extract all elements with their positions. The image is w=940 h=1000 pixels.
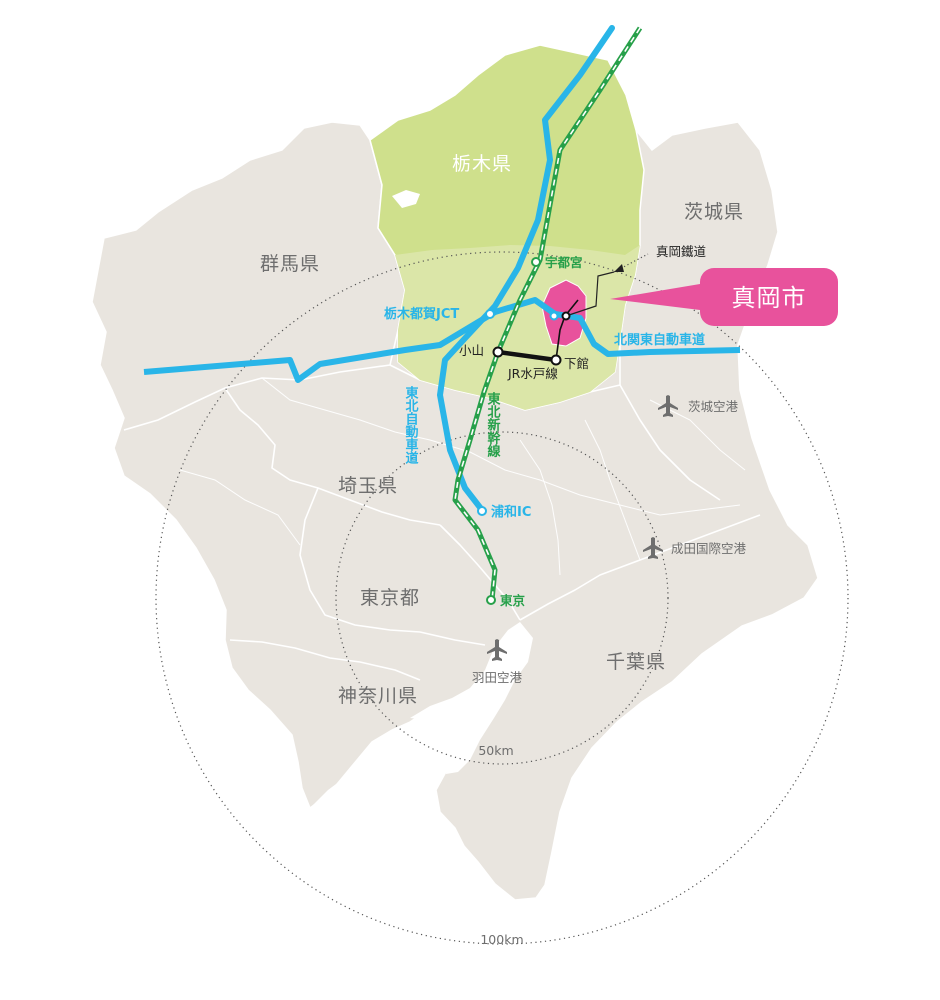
mooka-railway-line [555, 299, 579, 361]
pref-label-tochigi: 栃木県 [452, 153, 512, 175]
oyama-station-marker [492, 346, 504, 358]
ring-100km [155, 251, 849, 945]
ring-50km [335, 431, 669, 765]
tohoku-expressway [437, 25, 615, 513]
pref-label-gunma: 群馬県 [260, 253, 320, 275]
plane-icon [658, 395, 678, 417]
airport-label-narita: 成田国際空港 [671, 541, 747, 556]
ring-label-50km: 50km [478, 743, 513, 758]
mooka-railway-leader-dots [613, 253, 649, 273]
shimodate-station-marker [550, 354, 562, 366]
ring-label-100km: 100km [480, 932, 523, 947]
pref-label-tokyo: 東京都 [360, 587, 420, 609]
mooka-ic-marker [549, 311, 559, 321]
airport-ibaraki: 茨城空港 [658, 395, 739, 417]
oyama-label: 小山 [459, 343, 484, 358]
urawa-ic-label: 浦和IC [491, 504, 531, 520]
mooka-railway-label: 真岡鐵道 [656, 244, 707, 259]
tokyo-station-label: 東京 [500, 593, 526, 608]
mooka-railway-leader [565, 271, 615, 317]
tokyo-station-marker [486, 595, 496, 605]
tsuga-jct-marker [485, 309, 495, 319]
utsunomiya-station-marker [531, 257, 541, 267]
jr-mito-label: JR水戸線 [507, 366, 558, 381]
mooka-label: 真岡市 [732, 284, 807, 312]
pref-label-chiba: 千葉県 [606, 651, 666, 673]
tohoku-shinkansen-label: 東北新幹線 [485, 391, 501, 458]
mooka-railway-arrow-icon [614, 264, 624, 272]
shimodate-label: 下館 [564, 356, 589, 371]
tsuga-jct-label: 栃木都賀JCT [384, 306, 459, 322]
kita-kanto-label: 北関東自動車道 [614, 332, 705, 348]
pref-label-saitama: 埼玉県 [338, 475, 398, 497]
station-markers [477, 257, 571, 605]
jr-mito-line [497, 349, 557, 363]
shinkansen-dash [454, 27, 641, 601]
airport-label-ibaraki: 茨城空港 [688, 399, 739, 414]
lake-icon [392, 190, 420, 208]
airport-label-haneda: 羽田空港 [472, 670, 523, 685]
plane-icon [487, 639, 507, 661]
tokyo-bay [410, 622, 533, 774]
pref-label-ibaraki: 茨城県 [684, 201, 744, 223]
mooka-pointer [610, 284, 700, 310]
mooka-label-box [700, 268, 838, 326]
rivers [179, 377, 746, 576]
mooka-station-marker [561, 311, 571, 321]
airport-narita: 成田国際空港 [643, 537, 747, 559]
tohoku-expressway-label: 東北自動車道 [403, 385, 419, 465]
pref-label-kanagawa: 神奈川県 [338, 685, 418, 707]
utsunomiya-label: 宇都宮 [545, 255, 583, 270]
airport-haneda: 羽田空港 [472, 639, 523, 685]
urawa-ic-marker [477, 506, 487, 516]
sagami-bay [310, 772, 372, 812]
plane-icon [643, 537, 663, 559]
